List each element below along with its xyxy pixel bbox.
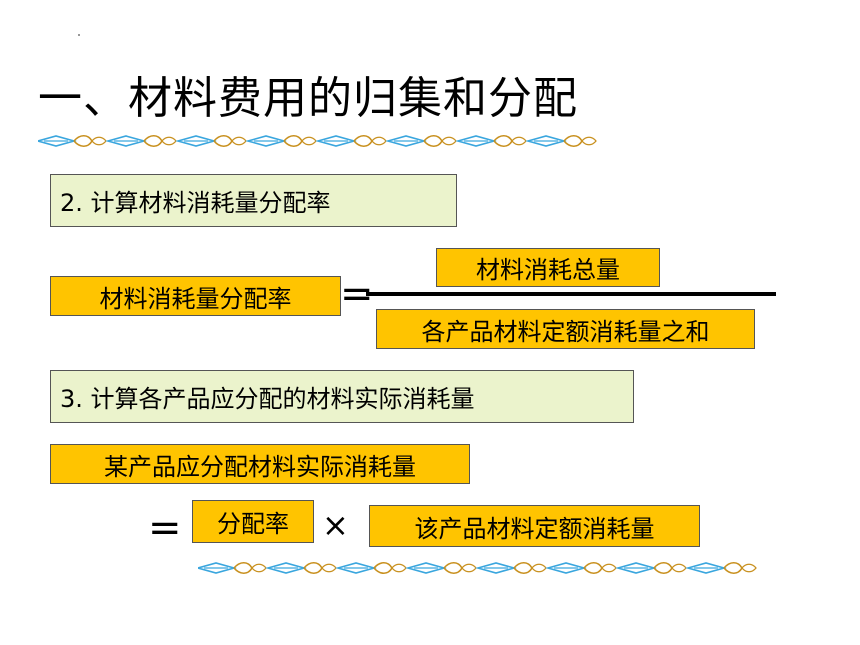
stray-dot: [78, 34, 80, 36]
formula1-lhs-box: 材料消耗量分配率: [50, 276, 341, 316]
divider-motif: [391, 563, 407, 573]
divider-motif: [581, 136, 597, 146]
divider-motif: [461, 563, 477, 573]
formula2-equals-sign: =: [148, 505, 182, 551]
divider-motif: [231, 136, 247, 146]
divider-pattern: [38, 134, 597, 148]
step2-heading-text: 2. 计算材料消耗量分配率: [60, 189, 331, 217]
formula2-lhs-text: 某产品应分配材料实际消耗量: [104, 452, 416, 481]
divider-motif: [161, 136, 177, 146]
formula2-quota-text: 该产品材料定额消耗量: [414, 514, 655, 543]
divider-motif: [321, 563, 337, 573]
divider-pattern: [198, 561, 757, 575]
formula2-quota-box: 该产品材料定额消耗量: [369, 505, 700, 547]
divider-motif: [601, 563, 617, 573]
formula2-rate-text: 分配率: [217, 510, 289, 538]
divider-motif: [741, 563, 757, 573]
ornamental-divider-top: [38, 134, 597, 148]
slide-title: 一、材料费用的归集和分配: [38, 73, 578, 124]
divider-motif: [251, 563, 267, 573]
divider-motif: [301, 136, 317, 146]
divider-motif: [511, 136, 527, 146]
formula2-times-sign: ×: [322, 506, 349, 544]
fraction-bar: [366, 292, 776, 296]
step2-heading-box: 2. 计算材料消耗量分配率: [50, 174, 457, 227]
formula2-lhs-box: 某产品应分配材料实际消耗量: [50, 444, 470, 484]
step3-heading-text: 3. 计算各产品应分配的材料实际消耗量: [60, 385, 475, 413]
divider-motif: [371, 136, 387, 146]
formula2-rate-box: 分配率: [192, 500, 314, 543]
formula1-lhs-text: 材料消耗量分配率: [99, 284, 292, 313]
formula1-denominator-box: 各产品材料定额消耗量之和: [376, 309, 755, 349]
divider-motif: [91, 136, 107, 146]
divider-motif: [441, 136, 457, 146]
formula1-numerator-text: 材料消耗总量: [476, 256, 620, 284]
formula1-denominator-text: 各产品材料定额消耗量之和: [421, 317, 710, 346]
ornamental-divider-bottom: [198, 561, 757, 575]
formula1-numerator-box: 材料消耗总量: [436, 248, 660, 287]
divider-motif: [531, 563, 547, 573]
step3-heading-box: 3. 计算各产品应分配的材料实际消耗量: [50, 370, 634, 423]
divider-motif: [671, 563, 687, 573]
